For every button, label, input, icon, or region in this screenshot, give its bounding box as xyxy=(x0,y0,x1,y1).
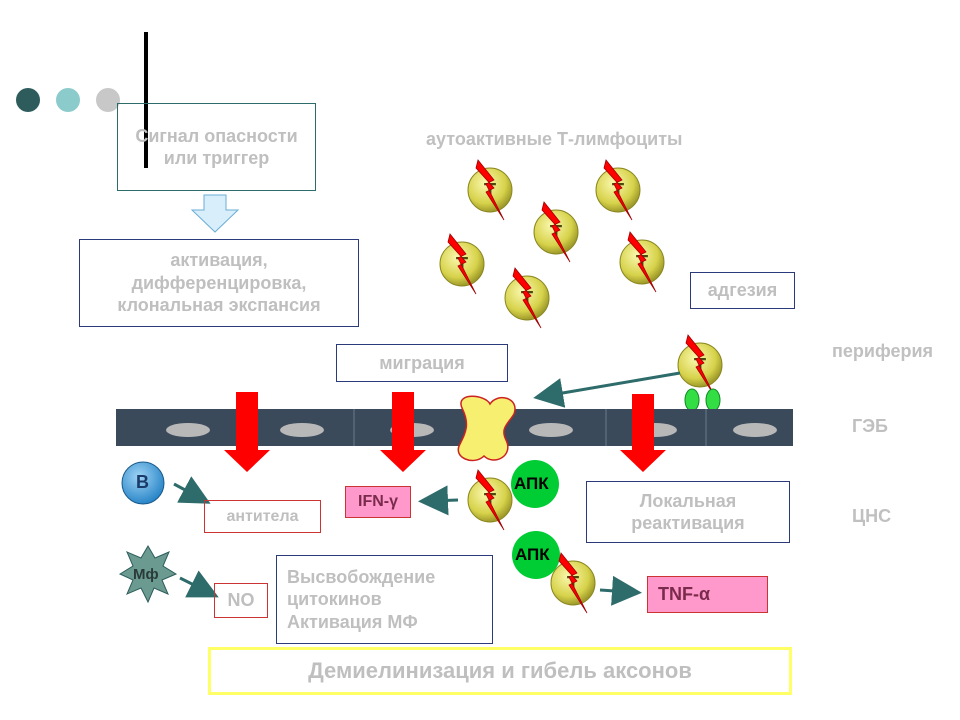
cns-label: ЦНС xyxy=(852,506,892,526)
b-to-antibodies-arrow xyxy=(173,476,211,504)
cytokine-release-text: Высвобождение цитокинов Активация МФ xyxy=(287,566,436,632)
mf-to-no-arrow xyxy=(179,570,219,598)
t-lymphocyte-icon xyxy=(467,159,513,221)
no-text: NO xyxy=(227,590,255,611)
bbb-label: ГЭБ xyxy=(852,416,888,436)
cytokine-release-box: Высвобождение цитокинов Активация МФ xyxy=(276,555,493,644)
decor-dot-dark xyxy=(16,88,40,112)
signal-box: Сигнал опасности или триггер xyxy=(117,103,316,191)
apc-label-1: АПК xyxy=(514,474,549,493)
autoactive-label: аутоактивные Т-лимфоциты xyxy=(426,129,683,149)
t-to-tnf-arrow xyxy=(599,575,642,606)
antibodies-box: антитела xyxy=(204,500,321,533)
t-lymphocyte-icon xyxy=(595,159,641,221)
adhesion-receptor xyxy=(684,388,700,412)
t-lymphocyte-icon xyxy=(504,267,550,329)
antibodies-text: антитела xyxy=(226,507,299,525)
apc-label-2: АПК xyxy=(515,545,550,564)
t-lymphocyte-icon xyxy=(619,231,665,293)
apc-cell-1 xyxy=(511,460,559,508)
cns-t-cell xyxy=(467,469,513,531)
local-reactivation-text: Локальная реактивация xyxy=(631,490,745,534)
t-lymphocyte-icon xyxy=(439,233,485,295)
ifn-text: IFN-γ xyxy=(358,493,398,510)
decor-dot-mid xyxy=(56,88,80,112)
macrophage-star-icon xyxy=(118,545,178,604)
migration-arrow xyxy=(533,371,681,408)
migrating-cell-blob xyxy=(457,395,516,462)
tnf-text: TNF-α xyxy=(658,584,711,605)
t-lymphocyte-icon xyxy=(533,201,579,263)
adhesion-t-cell xyxy=(677,334,723,396)
migration-box: миграция xyxy=(336,344,508,382)
blood-brain-barrier xyxy=(116,409,793,446)
adhesion-text: адгезия xyxy=(707,280,778,301)
down-arrow-signal xyxy=(190,194,240,233)
no-box: NO xyxy=(214,583,268,618)
b-cell-icon xyxy=(121,461,165,505)
demyelination-text: Демиелинизация и гибель аксонов xyxy=(308,658,692,684)
demyelination-box: Демиелинизация и гибель аксонов xyxy=(208,647,792,695)
t-to-ifn-arrow xyxy=(418,485,459,516)
red-arrow-right xyxy=(620,394,666,472)
adhesion-box: адгезия xyxy=(690,272,795,309)
local-reactivation-box: Локальная реактивация xyxy=(586,481,790,543)
activation-text: активация, дифференцировка, клональная э… xyxy=(117,250,321,316)
ifn-box: IFN-γ xyxy=(345,486,411,518)
signal-text: Сигнал опасности или триггер xyxy=(135,125,298,169)
red-arrow-middle xyxy=(380,392,426,472)
apc-cell-2 xyxy=(512,531,560,579)
decor-dot-light xyxy=(96,88,120,112)
migration-text: миграция xyxy=(379,352,465,373)
b-cell-label: B xyxy=(136,472,149,492)
red-arrow-left xyxy=(224,392,270,472)
tnf-box: TNF-α xyxy=(647,576,768,613)
macrophage-label: Mф xyxy=(133,566,159,583)
adhesion-receptor xyxy=(705,388,721,412)
periphery-label: периферия xyxy=(832,341,934,361)
activation-box: активация, дифференцировка, клональная э… xyxy=(79,239,359,327)
